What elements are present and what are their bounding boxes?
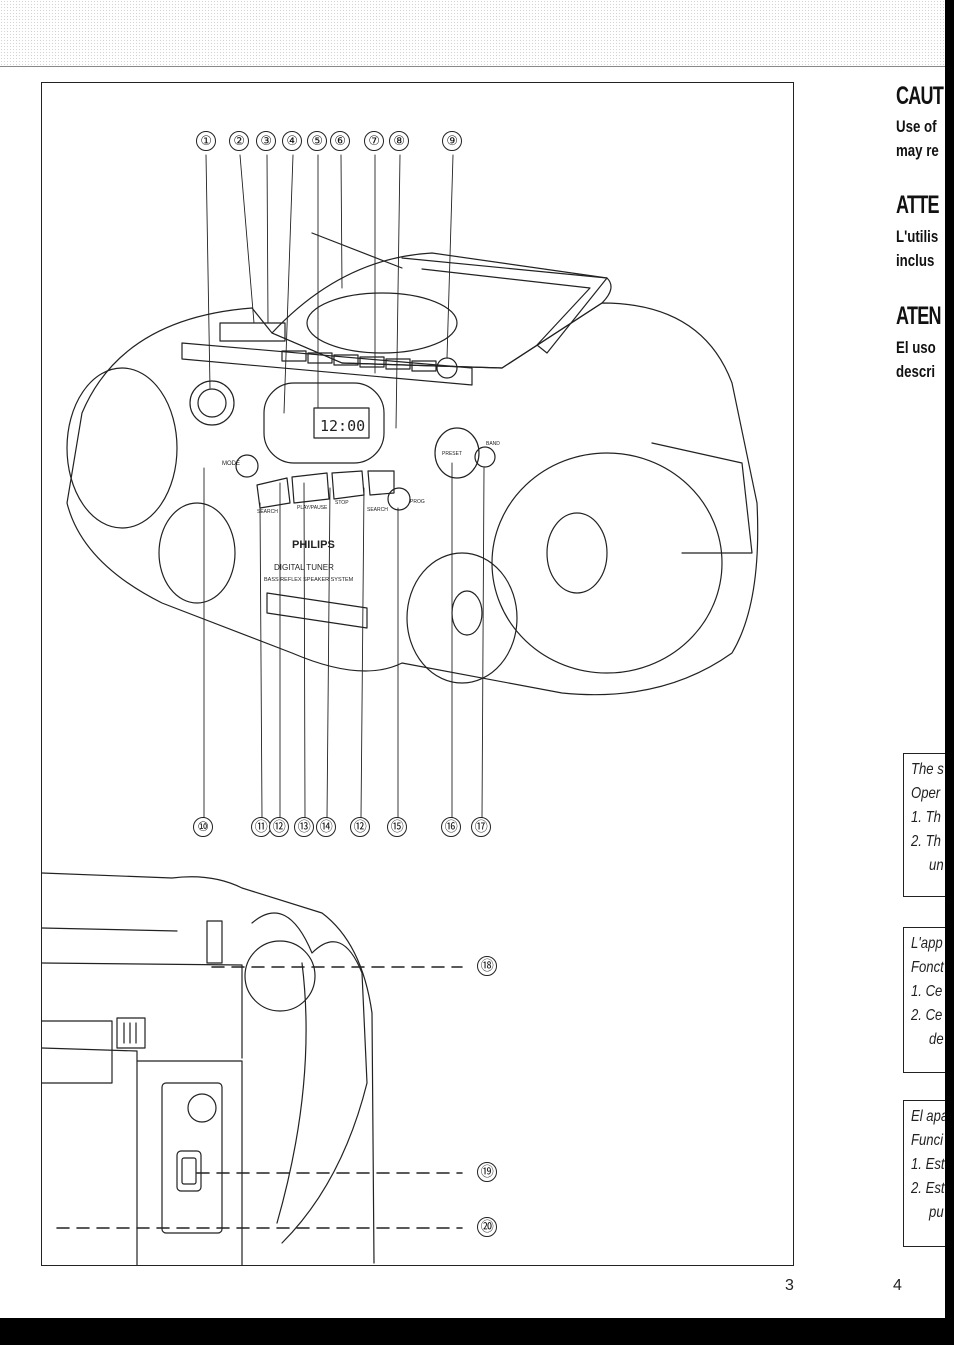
callout-13: ⑬ — [294, 817, 314, 837]
callout-18: ⑱ — [477, 956, 497, 976]
right-page-number: 4 — [893, 1277, 902, 1294]
note-fr-line-4: 2. Ce — [911, 1007, 943, 1024]
dashed-leaders — [56, 966, 463, 1229]
antenna — [311, 232, 403, 269]
left-page-number: 3 — [785, 1277, 794, 1294]
callout-15: ⑮ — [387, 817, 407, 837]
warning-line-fr-2: inclus — [896, 251, 935, 270]
display-time: 12:00 — [320, 417, 365, 435]
callout-12a: ⑫ — [269, 817, 289, 837]
callout-14: ⑭ — [316, 817, 336, 837]
top-control-strip — [181, 342, 473, 386]
note-en-line-4: 2. Th — [911, 833, 941, 850]
left-bass-port — [158, 502, 236, 604]
right-housing-edge — [651, 442, 753, 554]
power-socket-panel — [161, 1082, 223, 1234]
preset-rocker — [434, 427, 480, 479]
note-fr-line-3: 1. Ce — [911, 983, 943, 1000]
mode-button — [235, 454, 259, 478]
callout-12b: ⑫ — [350, 817, 370, 837]
warning-title-en: CAUT — [896, 82, 944, 110]
cd-window — [306, 292, 458, 354]
boombox-illustration: 12:00 MODE PLAY/PAUSE STOP SEARCH SEARCH… — [42, 154, 759, 1265]
scan-edge-bottom — [0, 1318, 954, 1345]
rear-panel-detail — [42, 872, 375, 1265]
warning-line-es-1: El uso — [896, 338, 936, 357]
warning-title-fr: ATTE — [896, 191, 940, 219]
system-label: BASS REFLEX SPEAKER SYSTEM — [264, 577, 354, 583]
left-speaker-grille — [66, 367, 178, 529]
note-es-line-5: pu — [929, 1204, 944, 1221]
rear-curve — [251, 912, 368, 1244]
callout-7: ⑦ — [364, 131, 384, 151]
lcd-display — [313, 407, 370, 439]
callout-16: ⑯ — [441, 817, 461, 837]
search-label-left: SEARCH — [257, 509, 278, 515]
prog-button — [387, 487, 411, 511]
brand-label: PHILIPS — [292, 539, 335, 551]
note-en-line-3: 1. Th — [911, 809, 941, 826]
note-en-line-2: Oper — [911, 785, 941, 802]
warning-line-en-1: Use of — [896, 117, 937, 136]
callout-19: ⑲ — [477, 1162, 497, 1182]
note-es-line-3: 1. Est — [911, 1156, 945, 1173]
callout-11: ⑪ — [251, 817, 271, 837]
note-es-line-1: El apa — [911, 1108, 949, 1125]
top-leader-lines — [205, 154, 454, 429]
band-button — [474, 446, 496, 468]
cassette-door — [266, 592, 368, 629]
transport-buttons — [256, 470, 395, 509]
open-close-button — [436, 357, 458, 379]
callout-1: ① — [196, 131, 216, 151]
callout-3: ③ — [256, 131, 276, 151]
illustration-frame: 12:00 MODE PLAY/PAUSE STOP SEARCH SEARCH… — [41, 82, 794, 1266]
play-pause-label: PLAY/PAUSE — [297, 505, 328, 511]
volume-knob — [189, 380, 235, 426]
preset-label: PRESET — [442, 451, 462, 457]
ac-socket — [176, 1150, 202, 1192]
note-fr-line-2: Fonct — [911, 959, 944, 976]
note-es-line-4: 2. Est — [911, 1180, 945, 1197]
note-es-line-2: Funci — [911, 1132, 944, 1149]
bottom-leader-lines — [203, 462, 485, 819]
right-speaker-grille — [491, 452, 723, 674]
header-rule — [0, 66, 954, 67]
note-fr-line-1: L'app — [911, 935, 943, 952]
callout-6: ⑥ — [330, 131, 350, 151]
boombox-body — [66, 302, 759, 696]
note-en-line-5: un — [929, 857, 944, 874]
tape-deck-slot — [219, 322, 286, 342]
warning-title-es: ATEN — [896, 302, 942, 330]
callout-9: ⑨ — [442, 131, 462, 151]
scan-edge-right — [945, 0, 954, 1345]
warning-line-es-2: descri — [896, 362, 936, 381]
stop-label: STOP — [335, 500, 349, 506]
callout-8: ⑧ — [389, 131, 409, 151]
scan-noise-band — [0, 0, 954, 66]
display-bezel — [263, 382, 385, 464]
callout-2: ② — [229, 131, 249, 151]
callout-17: ⑰ — [471, 817, 491, 837]
search-label-right: SEARCH — [367, 507, 388, 513]
band-label: BAND — [486, 441, 500, 447]
callout-5: ⑤ — [307, 131, 327, 151]
warning-line-fr-1: L'utilis — [896, 227, 939, 246]
mode-label: MODE — [222, 461, 240, 467]
note-en-line-1: The s — [911, 761, 944, 778]
note-fr-line-5: de — [929, 1031, 944, 1048]
warning-line-en-2: may re — [896, 141, 939, 160]
right-bass-port — [406, 552, 518, 684]
callout-4: ④ — [282, 131, 302, 151]
callout-10: ⑩ — [193, 817, 213, 837]
prog-label: PROG — [410, 499, 425, 505]
cd-control-buttons — [281, 350, 437, 372]
carry-handle — [401, 257, 608, 354]
cd-lid — [271, 252, 612, 369]
callout-20: ⑳ — [477, 1217, 497, 1237]
